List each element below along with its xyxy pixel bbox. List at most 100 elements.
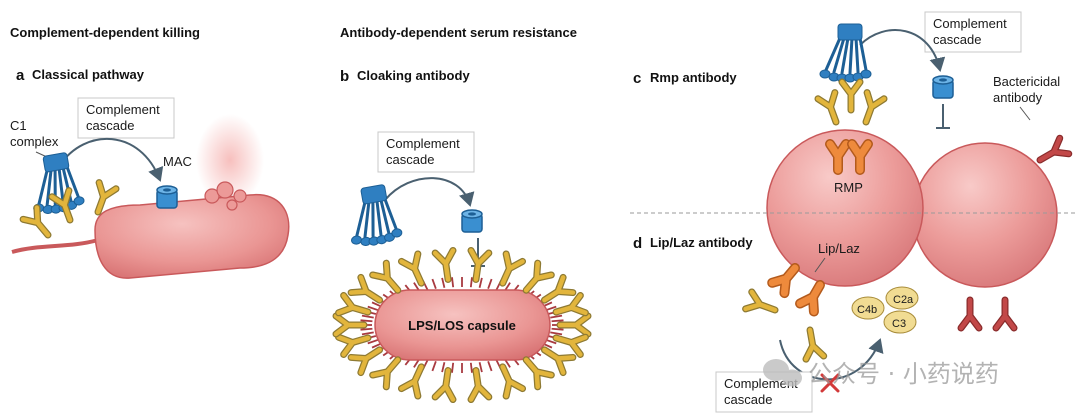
capsule-fringe-strand xyxy=(550,331,563,336)
capsule-fringe-strand xyxy=(478,362,483,373)
capsule-fringe-strand xyxy=(487,361,493,372)
panel-a-title: Classical pathway xyxy=(32,67,145,82)
c1-label-line2: complex xyxy=(10,134,59,149)
capsule-fringe-strand xyxy=(431,361,437,372)
header-complement-dependent-killing: Complement-dependent killing xyxy=(10,25,200,40)
c2a-protein xyxy=(885,286,919,310)
capsule-fringe-strand xyxy=(550,314,563,319)
capsule-fringe-strand xyxy=(478,277,483,288)
c4b-protein xyxy=(851,296,885,320)
c2a-label: C2a xyxy=(893,294,914,306)
liplaz-antibody-icon xyxy=(772,263,801,293)
panel-c-letter: c xyxy=(633,70,641,87)
cloaking-antibody-icon xyxy=(540,277,573,307)
membrane-rupture xyxy=(204,181,247,211)
capsule-fringe-strand xyxy=(551,327,564,331)
c3-protein xyxy=(883,310,917,334)
panel-b-title: Cloaking antibody xyxy=(357,68,470,83)
complement-cascade-d-line2: cascade xyxy=(724,392,772,407)
capsule-fringe-strand xyxy=(469,362,473,373)
capsule-fringe-strand xyxy=(360,327,373,331)
panel-a: a Classical pathway Complement cascade C… xyxy=(10,67,290,279)
panel-c: c Rmp antibody Complement cascade RMP Ba… xyxy=(630,11,1078,328)
cloaking-antibody-icon xyxy=(401,254,429,287)
cloaking-antibody-icon xyxy=(560,316,588,334)
wechat-logo-icon xyxy=(763,359,802,387)
liplaz-antibody-icon xyxy=(800,281,827,312)
cloaking-antibody-icon xyxy=(373,263,405,296)
c1-label-line1: C1 xyxy=(10,118,27,133)
cascade-arrow-a xyxy=(59,137,164,182)
capsule-fringe-strand xyxy=(361,314,374,319)
antibody-icon xyxy=(842,82,860,110)
panel-d-title: Lip/Laz antibody xyxy=(650,235,753,250)
cloaking-antibody-icon xyxy=(519,263,551,296)
header-antibody-dependent-serum-resistance: Antibody-dependent serum resistance xyxy=(340,25,577,40)
cloaking-antibody-icon xyxy=(467,369,489,399)
bactericidal-antibody-icon xyxy=(1036,138,1069,168)
cloaking-antibody-icon xyxy=(351,277,384,307)
lps-los-capsule xyxy=(374,289,551,361)
cloaking-antibody-icon xyxy=(435,250,457,280)
capsule-fringe-strand xyxy=(487,278,493,289)
cloaking-antibody-icon xyxy=(373,354,405,387)
lysis-burst xyxy=(196,114,264,206)
bactericidal-label-line1: Bactericidal xyxy=(993,74,1060,89)
mac-pore-icon xyxy=(461,209,483,233)
complement-cascade-box-b xyxy=(377,131,475,173)
capsule-fringe-strand xyxy=(431,278,437,289)
cloaking-antibody-icon xyxy=(435,369,457,399)
liplaz-pointer xyxy=(814,257,826,273)
panel-b: b Cloaking antibody Complement cascade L… xyxy=(336,68,588,400)
cloaking-antibody-icon xyxy=(519,354,551,387)
capsule-label: LPS/LOS capsule xyxy=(408,318,516,333)
capsule-fringe-strand xyxy=(451,277,455,288)
capsule-fringe-strand xyxy=(367,305,380,312)
capsule-fringe-strand xyxy=(551,319,564,323)
flagellum xyxy=(11,238,99,254)
complement-cascade-c-line2: cascade xyxy=(933,32,981,47)
complement-cascade-box-a xyxy=(77,97,175,139)
mac-label: MAC xyxy=(163,154,192,169)
panel-b-letter: b xyxy=(340,68,349,85)
inhibition-bar-c xyxy=(936,104,950,129)
cloaking-antibody-icon xyxy=(401,363,429,396)
c3-label: C3 xyxy=(892,318,906,330)
cloaking-antibody-icon xyxy=(336,316,364,334)
complement-cascade-c-line1: Complement xyxy=(933,16,1007,31)
capsule-fringe-strand xyxy=(361,331,374,336)
capsule-fringe-strand xyxy=(441,362,446,373)
antibody-icon xyxy=(818,93,844,125)
cloaking-antibody-icon xyxy=(495,254,523,287)
c1-complex-icon xyxy=(341,181,405,251)
c4b-label: C4b xyxy=(857,304,877,316)
blocked-x-icon xyxy=(820,373,840,393)
complement-cascade-a-line1: Complement xyxy=(86,102,160,117)
bactericidal-antibody-icon xyxy=(961,300,979,328)
complement-cascade-a-line2: cascade xyxy=(86,118,134,133)
watermark: 公众号 · 小药说药 xyxy=(763,359,999,388)
capsule-fringe-strand xyxy=(367,338,380,345)
antibody-icon xyxy=(746,292,778,318)
bactericidal-label-line2: antibody xyxy=(993,90,1043,105)
mac-pore-icon xyxy=(932,75,954,99)
panel-c-title: Rmp antibody xyxy=(650,70,737,85)
panel-d: d Lip/Laz antibody Lip/Laz C2a C4b C3 Co… xyxy=(633,235,919,413)
panel-a-letter: a xyxy=(16,67,25,84)
cloaking-antibody-icon xyxy=(351,342,384,372)
bactericidal-pointer xyxy=(1019,106,1031,121)
capsule-fringe-strand xyxy=(441,277,446,288)
cloaking-antibody-icon xyxy=(540,342,573,372)
bactericidal-antibody-icon xyxy=(996,300,1014,328)
mac-pore-icon xyxy=(156,185,178,209)
capsule-fringe-strand xyxy=(451,362,455,373)
antibody-icon xyxy=(858,93,884,125)
cascade-arrow-b xyxy=(384,177,475,207)
panel-d-letter: d xyxy=(633,235,642,252)
complement-cascade-box-c xyxy=(924,11,1022,53)
rmp-label: RMP xyxy=(834,180,863,195)
capsule-fringe-strand xyxy=(469,277,473,288)
capsule-fringe-strand xyxy=(360,319,373,323)
complement-cascade-b-line1: Complement xyxy=(386,136,460,151)
